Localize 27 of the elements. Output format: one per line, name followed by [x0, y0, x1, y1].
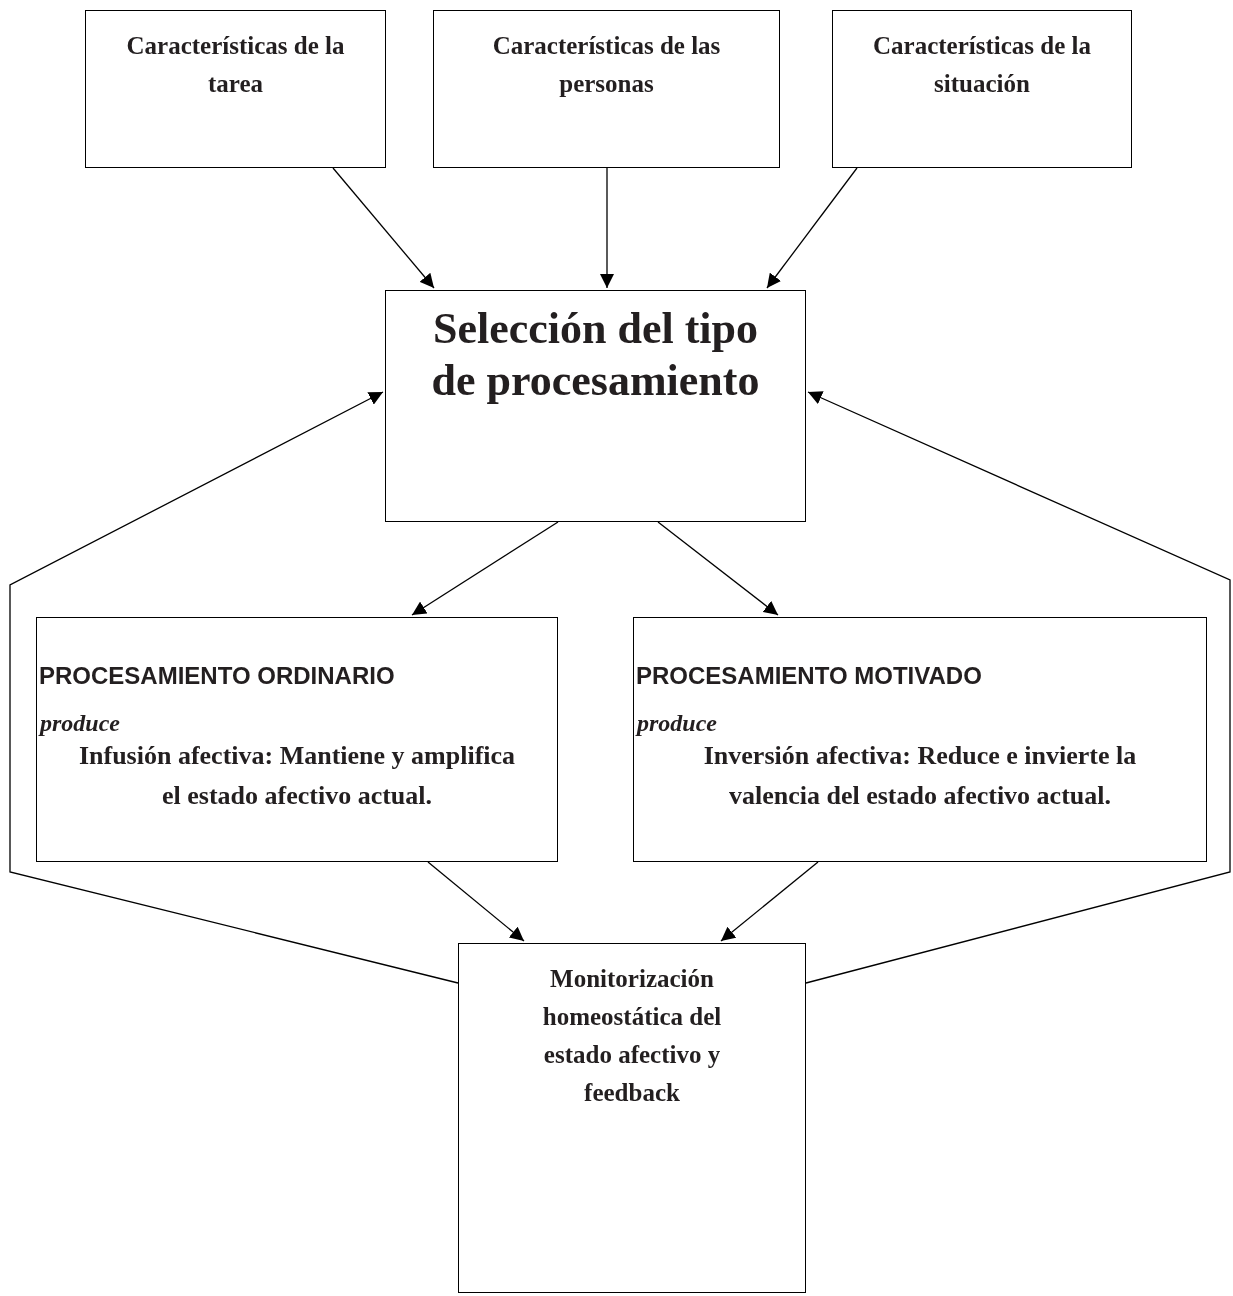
process-box — [36, 617, 558, 862]
box-label: produce — [40, 710, 120, 737]
process-box — [85, 10, 386, 168]
box-label: Características de la tarea — [125, 31, 346, 99]
box-label: Características de las personas — [491, 31, 722, 99]
process-box — [433, 10, 780, 168]
process-box — [832, 10, 1132, 168]
box-label: produce — [637, 710, 717, 737]
box-text: Inversión afectiva: Reduce e invierte la valencia del estado afectivo actual. — [702, 740, 1138, 812]
arrow — [411, 521, 559, 616]
process-box — [385, 290, 806, 522]
arrow — [600, 167, 614, 289]
process-box — [633, 617, 1207, 862]
arrow — [805, 391, 1231, 984]
box-heading: PROCESAMIENTO MOTIVADO — [636, 662, 982, 690]
box-heading: PROCESAMIENTO ORDINARIO — [39, 662, 395, 690]
arrow — [657, 521, 779, 616]
process-box — [458, 943, 806, 1293]
box-label: Monitorización homeostática del estado afectivo y feedback — [541, 964, 723, 1108]
box-title: Selección del tipo de procesamiento — [430, 303, 761, 407]
arrow — [9, 391, 459, 984]
arrow — [720, 861, 819, 942]
arrow — [427, 861, 525, 942]
arrow — [332, 167, 435, 289]
box-label: Características de la situación — [872, 31, 1092, 99]
arrow — [766, 167, 858, 289]
box-text: Infusión afectiva: Mantiene y amplifica el estado afectivo actual. — [77, 740, 517, 812]
